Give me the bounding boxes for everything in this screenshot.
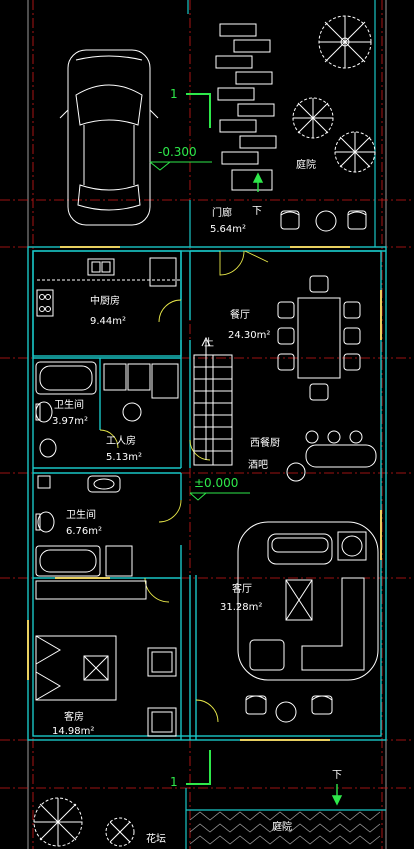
garden-label: 花坛 — [146, 834, 166, 845]
room-area-utility: 5.13m² — [106, 452, 143, 463]
section-top-label: 1 — [170, 87, 178, 101]
bar-label: 酒吧 — [248, 460, 268, 471]
windows — [27, 246, 382, 741]
tree-icon — [33, 797, 83, 847]
tree-icon — [318, 15, 372, 69]
car-icon — [59, 49, 159, 226]
stair-up-label: 上 — [204, 338, 214, 349]
kitchen-fixtures — [36, 257, 180, 317]
room-name-dining: 餐厅 — [230, 310, 250, 321]
room-name-utility: 工人房 — [106, 436, 136, 447]
tree-icon — [334, 131, 376, 173]
bath2-fixtures — [35, 475, 133, 577]
room-area-gate: 5.64m² — [210, 224, 247, 235]
room-area-bath2: 6.76m² — [66, 526, 103, 537]
living-furniture — [237, 521, 379, 723]
room-name-bath2: 卫生间 — [66, 510, 96, 521]
paving-hatch — [189, 811, 381, 845]
dining-table — [277, 275, 361, 401]
courtyard-bottom-label: 庭院 — [272, 822, 292, 833]
room-name-kitchen: 中厨房 — [90, 296, 120, 307]
tree-icon — [105, 817, 135, 847]
stepping-stones — [215, 23, 277, 191]
room-area-bath1: 3.97m² — [52, 416, 89, 427]
bar-counter — [286, 430, 377, 482]
room-area-dining: 24.30m² — [228, 330, 271, 341]
guest-furniture — [35, 580, 177, 737]
bath1-fixtures — [35, 361, 179, 458]
doors — [99, 250, 269, 723]
room-area-kitchen: 9.44m² — [90, 316, 127, 327]
courtyard-top-label: 庭院 — [296, 160, 316, 171]
level-floor-label: ±0.000 — [194, 476, 239, 490]
room-name-gate: 门廊 — [212, 208, 232, 219]
step-down-bottom: 下 — [332, 770, 342, 781]
room-name-living: 客厅 — [232, 584, 252, 595]
tree-icon — [292, 97, 334, 139]
porch-furniture — [280, 210, 367, 232]
staircase — [193, 336, 233, 466]
western-kitchen-label: 西餐厨 — [250, 438, 280, 449]
step-down-top: 下 — [252, 206, 262, 217]
room-area-living: 31.28m² — [220, 602, 263, 613]
section-bottom-label: 1 — [170, 775, 178, 789]
section-marker-top — [186, 93, 211, 128]
level-outdoor-label: -0.300 — [158, 145, 197, 159]
room-name-guest: 客房 — [64, 712, 84, 723]
room-area-guest: 14.98m² — [52, 726, 95, 737]
room-name-bath1: 卫生间 — [54, 400, 84, 411]
section-marker-bottom — [186, 750, 211, 785]
walls — [27, 246, 387, 741]
